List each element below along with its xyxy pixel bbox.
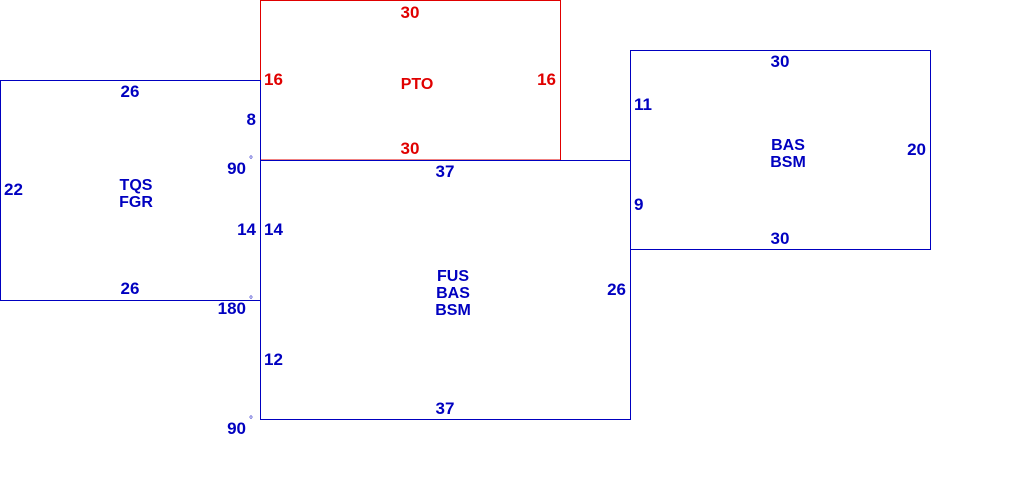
tqs-dim-right-upper: 8: [247, 110, 256, 129]
pto-dim-bottom: 30: [401, 139, 420, 158]
name-line: BAS: [771, 137, 805, 154]
pto-dim-left: 16: [264, 70, 283, 89]
pto-dim-top: 30: [401, 3, 420, 22]
bas-dim-right: 20: [907, 140, 926, 159]
tqs-dim-top: 26: [121, 82, 140, 101]
bas-dim-top: 30: [771, 52, 790, 71]
degree-icon-1: °: [249, 155, 253, 166]
angle-label-3: 90: [227, 419, 246, 438]
angle-label-1: 90: [227, 159, 246, 178]
angle-label-2: 180: [218, 299, 246, 318]
name-line: PTO: [401, 76, 434, 93]
name-line: FGR: [119, 194, 153, 211]
tqs-dim-left: 22: [4, 180, 23, 199]
name-line: FUS: [437, 268, 469, 285]
name-line: BAS: [436, 285, 470, 302]
degree-icon-2: °: [249, 295, 253, 306]
fus-dim-bottom: 37: [436, 399, 455, 418]
bas-dim-left-upper: 11: [634, 95, 652, 114]
tqs-dim-right-lower: 14: [237, 220, 256, 239]
fus-dim-left-lower: 12: [264, 350, 283, 369]
name-line: BSM: [770, 154, 806, 171]
bas-outline[interactable]: [630, 50, 931, 250]
fus-outline[interactable]: [260, 160, 631, 420]
fus-dim-right: 26: [607, 280, 626, 299]
pto-dim-right: 16: [537, 70, 556, 89]
fus-dim-left-upper: 14: [264, 220, 283, 239]
name-line: TQS: [120, 177, 153, 194]
degree-icon-3: °: [249, 415, 253, 426]
bas-dim-left-lower: 9: [634, 195, 643, 214]
tqs-dim-bottom: 26: [121, 279, 140, 298]
fus-dim-top: 37: [436, 162, 455, 181]
name-line: BSM: [435, 302, 471, 319]
pto-name: PTO: [401, 76, 434, 93]
bas-dim-bottom: 30: [771, 229, 790, 248]
